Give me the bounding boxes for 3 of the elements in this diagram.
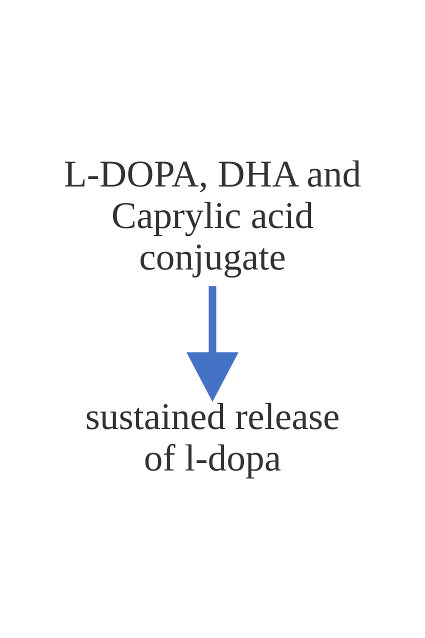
node-text: L-DOPA, DHA and Caprylic acid conjugate bbox=[64, 153, 362, 278]
arrow bbox=[186, 286, 239, 402]
node-text: sustained release of l-dopa bbox=[85, 396, 340, 480]
